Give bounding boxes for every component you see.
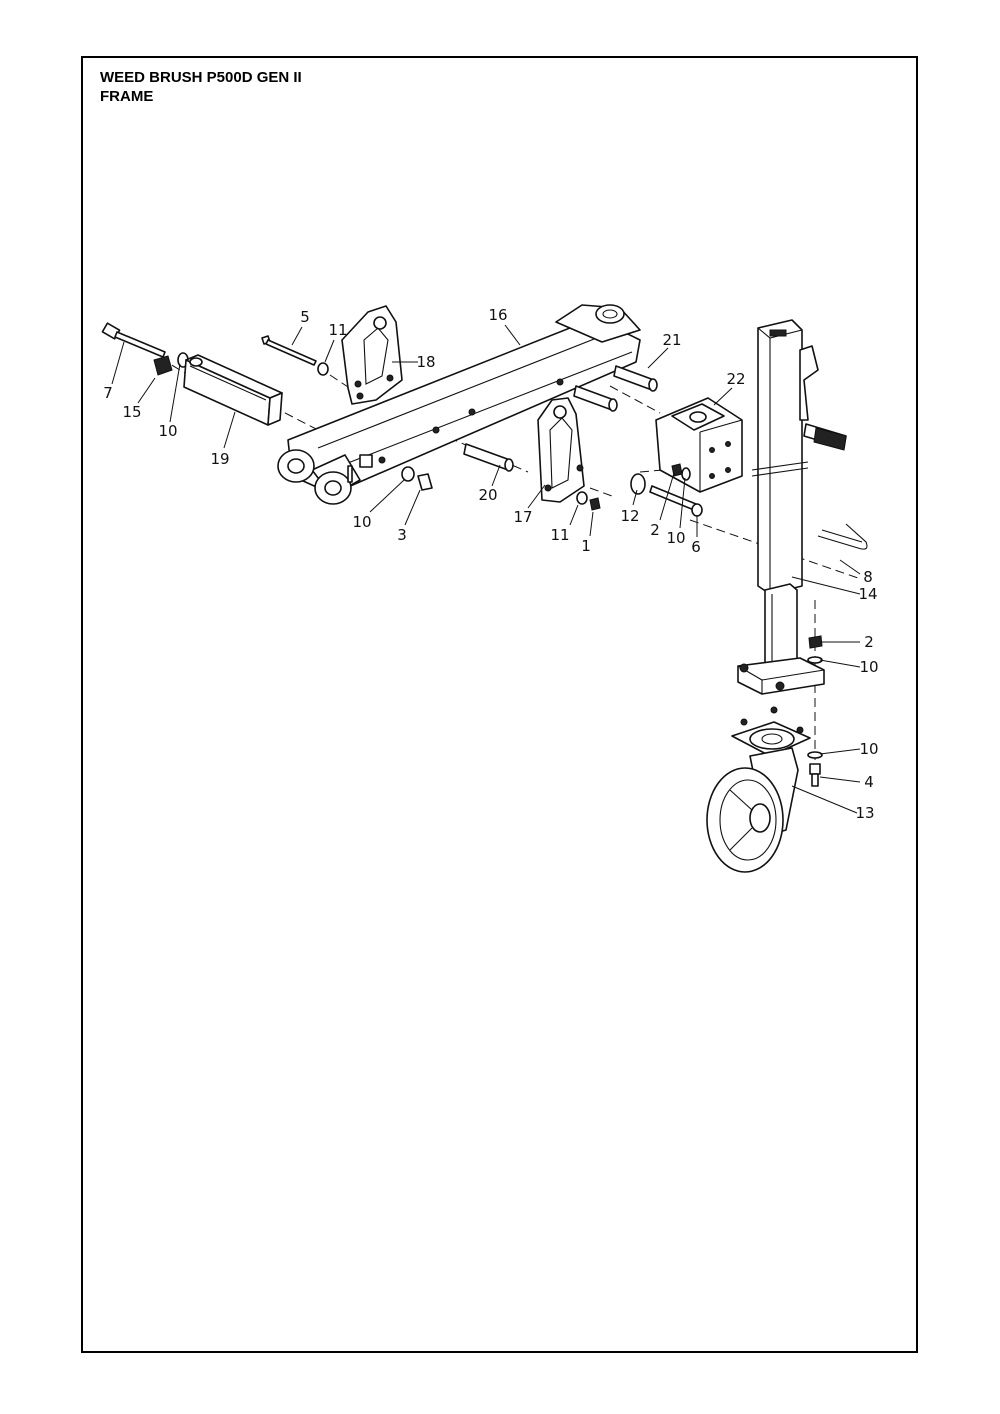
callout-leader-c19 — [223, 411, 236, 449]
part-17-lower-bracket — [537, 397, 585, 503]
callout-leader-c7 — [111, 341, 125, 385]
part-22-mount-bracket — [655, 397, 743, 493]
part-11-washer-upper — [317, 362, 329, 376]
part-13-swivel-wheel — [706, 706, 811, 873]
part-7-long-bolt — [101, 322, 166, 358]
callout-leader-c11a — [324, 339, 335, 363]
callout-leader-c10e — [819, 748, 861, 755]
callout-leader-c3 — [404, 489, 421, 526]
callout-label-c11a: 11 — [328, 321, 347, 339]
part-10-washer-stack-upper — [807, 656, 823, 664]
part-3-nut — [417, 473, 433, 491]
part-15-square-cap — [153, 355, 173, 376]
callout-label-c13: 13 — [855, 804, 874, 822]
callout-label-c20: 20 — [478, 486, 497, 504]
callout-label-c10e: 10 — [859, 740, 878, 758]
callout-leader-c11b — [569, 504, 579, 526]
callout-leader-c17 — [527, 484, 546, 509]
part-21-pin — [573, 365, 658, 412]
part-12-large-washer — [630, 473, 646, 495]
part-8-u-clamp — [817, 523, 868, 550]
part-4-bolt — [809, 763, 821, 787]
callout-label-c10a: 10 — [158, 422, 177, 440]
callout-label-c21: 21 — [662, 331, 681, 349]
part-10-washer-right — [681, 467, 691, 481]
callout-label-c12: 12 — [620, 507, 639, 525]
callout-label-c17: 17 — [513, 508, 532, 526]
callout-leader-c4 — [819, 776, 861, 783]
callout-label-c10c: 10 — [666, 529, 685, 547]
part-1-nut — [589, 497, 601, 511]
drawing-border — [81, 56, 918, 1353]
callout-leader-c1 — [589, 511, 594, 537]
part-14-jack-stand — [737, 319, 847, 695]
part-18-bracket — [341, 305, 403, 405]
callout-leader-c12 — [632, 489, 638, 506]
callout-leader-c10a — [169, 363, 181, 423]
part-16-main-beam — [277, 304, 641, 505]
callout-label-c15: 15 — [122, 403, 141, 421]
callout-label-c16: 16 — [488, 306, 507, 324]
callout-leader-c10b — [369, 479, 405, 513]
callout-leader-c21 — [647, 347, 669, 369]
page-subtitle: FRAME — [100, 88, 154, 105]
callout-leader-c14 — [791, 576, 861, 595]
callout-label-c22: 22 — [726, 370, 745, 388]
part-10-washer-mid — [401, 466, 415, 482]
callout-label-c19: 19 — [210, 450, 229, 468]
part-6-bolt — [649, 485, 703, 517]
callout-label-c6: 6 — [691, 538, 701, 556]
page-title: WEED BRUSH P500D GEN II — [100, 69, 302, 86]
part-20-pin — [463, 443, 514, 472]
callout-leader-c15 — [137, 377, 156, 404]
callout-label-c11b: 11 — [550, 526, 569, 544]
callout-label-c2a: 2 — [650, 521, 660, 539]
callout-label-c4: 4 — [864, 773, 874, 791]
callout-leader-c20 — [491, 464, 501, 487]
callout-label-c10d: 10 — [859, 658, 878, 676]
callout-label-c10b: 10 — [352, 513, 371, 531]
callout-leader-c13 — [791, 785, 858, 814]
callout-leader-c10d — [819, 659, 861, 668]
callout-leader-c5 — [291, 326, 303, 346]
callout-leader-c8 — [839, 559, 861, 575]
callout-label-c8: 8 — [863, 568, 873, 586]
callout-leader-c16 — [504, 324, 521, 346]
part-11-washer-lower — [576, 491, 588, 505]
callout-label-c5: 5 — [300, 308, 310, 326]
part-5-bolt — [261, 335, 317, 366]
callout-leader-c22 — [713, 387, 733, 406]
callout-label-c3: 3 — [397, 526, 407, 544]
callout-label-c18: 18 — [416, 353, 435, 371]
callout-label-c1: 1 — [581, 537, 591, 555]
callout-label-c7: 7 — [103, 384, 113, 402]
part-2-nut-lower — [808, 635, 823, 649]
callout-label-c2b: 2 — [864, 633, 874, 651]
part-10-washer-stack-lower — [807, 751, 823, 759]
callout-leader-c10c — [679, 477, 686, 529]
callout-leader-c2a — [659, 472, 675, 521]
callout-label-c14: 14 — [858, 585, 877, 603]
part-19-square-tube — [183, 354, 283, 426]
